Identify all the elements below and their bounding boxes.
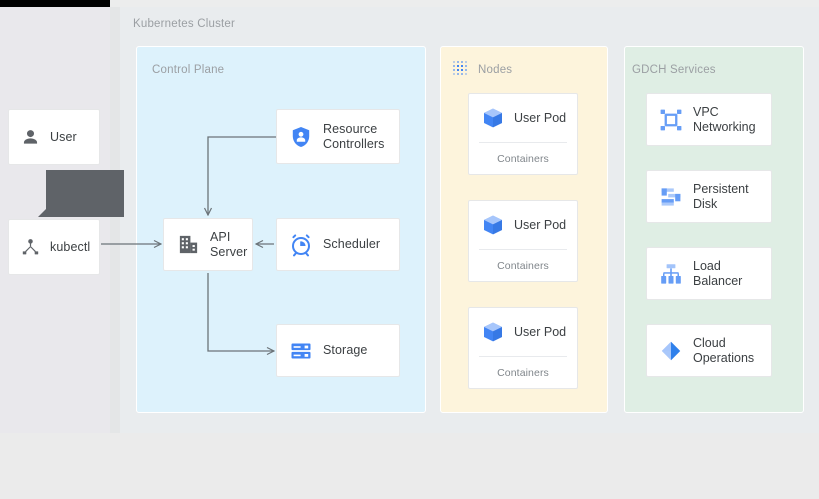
card-vpc-networking[interactable]: VPC Networking — [646, 93, 772, 146]
card-persistent-disk-label: Persistent Disk — [693, 181, 749, 211]
card-resource-controllers-label: Resource Controllers — [323, 121, 385, 151]
user-pod-header: User Pod — [469, 94, 577, 142]
cloud-operations-icon — [659, 339, 683, 363]
divider — [479, 356, 567, 357]
panel-control-plane-label: Control Plane — [152, 64, 225, 76]
user-pod-label: User Pod — [514, 111, 567, 125]
card-kubectl-label: kubectl — [50, 239, 91, 254]
kubectl-icon — [19, 236, 41, 258]
card-cloud-operations-label: Cloud Operations — [693, 335, 755, 365]
card-scheduler-label: Scheduler — [323, 237, 381, 251]
divider — [479, 249, 567, 250]
cube-icon — [481, 213, 505, 237]
card-scheduler[interactable]: Scheduler — [276, 218, 400, 271]
shield-person-icon — [289, 125, 313, 149]
user-pod-sublabel: Containers — [497, 152, 549, 165]
card-user-pod[interactable]: User Pod Containers — [468, 307, 578, 389]
user-pod-sublabel: Containers — [497, 259, 549, 272]
cube-icon — [481, 106, 505, 130]
cluster-title: Kubernetes Cluster — [133, 18, 236, 30]
tooltip-overlay — [38, 170, 124, 217]
divider — [479, 142, 567, 143]
user-pod-label: User Pod — [514, 325, 567, 339]
alarm-clock-icon — [289, 233, 313, 257]
vpc-networking-icon — [659, 108, 683, 132]
card-kubectl[interactable]: kubectl — [8, 219, 100, 275]
card-api-server[interactable]: API Server — [163, 218, 253, 271]
card-user-pod[interactable]: User Pod Containers — [468, 93, 578, 175]
card-user[interactable]: User — [8, 109, 100, 165]
card-persistent-disk[interactable]: Persistent Disk — [646, 170, 772, 223]
card-vpc-networking-label: VPC Networking — [693, 104, 756, 134]
card-storage-label: Storage — [323, 343, 368, 357]
user-pod-label: User Pod — [514, 218, 567, 232]
card-user-label: User — [50, 129, 77, 144]
bottom-background — [0, 433, 819, 499]
card-resource-controllers[interactable]: Resource Controllers — [276, 109, 400, 164]
storage-icon — [289, 339, 313, 363]
panel-nodes-label: Nodes — [478, 64, 513, 76]
card-load-balancer-label: Load Balancer — [693, 258, 743, 288]
card-load-balancer[interactable]: Load Balancer — [646, 247, 772, 300]
user-pod-header: User Pod — [469, 308, 577, 356]
top-black-bar — [0, 0, 110, 7]
panel-gdch-services-label: GDCH Services — [632, 64, 716, 76]
card-cloud-operations[interactable]: Cloud Operations — [646, 324, 772, 377]
user-pod-header: User Pod — [469, 201, 577, 249]
left-background-strip — [110, 7, 120, 433]
persistent-disk-icon — [659, 185, 683, 209]
card-api-server-label: API Server — [210, 229, 248, 259]
cube-icon — [481, 320, 505, 344]
user-pod-sublabel: Containers — [497, 366, 549, 379]
user-icon — [19, 126, 41, 148]
card-storage[interactable]: Storage — [276, 324, 400, 377]
load-balancer-icon — [659, 262, 683, 286]
card-user-pod[interactable]: User Pod Containers — [468, 200, 578, 282]
api-server-icon — [176, 233, 200, 257]
dot-grid-icon — [452, 60, 470, 78]
